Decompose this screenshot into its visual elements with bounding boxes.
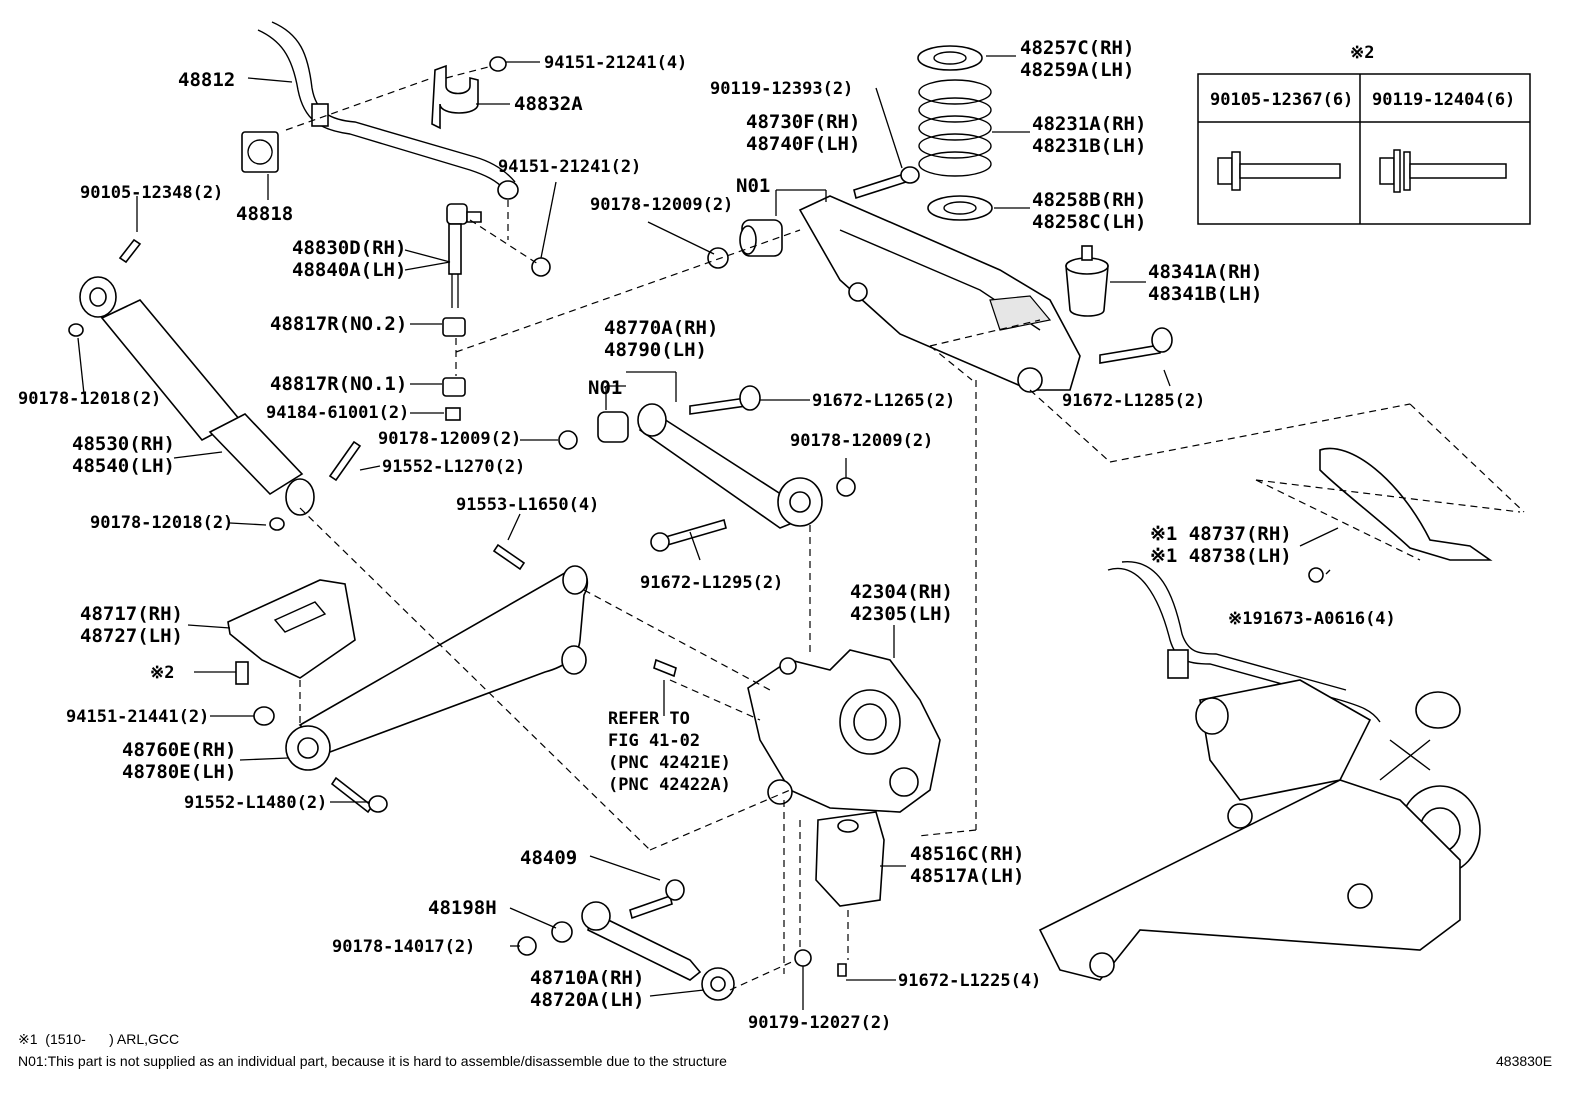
label-48231a: 48231A(RH) bbox=[1032, 113, 1146, 135]
label-48720a: 48720A(LH) bbox=[530, 989, 644, 1011]
label-48717: 48717(RH) bbox=[80, 603, 183, 625]
label-48341b: 48341B(LH) bbox=[1148, 283, 1262, 305]
table-col1: 90105-12367(6) bbox=[1210, 90, 1353, 110]
drawing-code: 483830E bbox=[1496, 1053, 1552, 1069]
bolt-refer bbox=[653, 658, 677, 678]
label-48517a: 48517A(LH) bbox=[910, 865, 1024, 887]
table-col2: 90119-12404(6) bbox=[1372, 90, 1515, 110]
label-91552-l1270: 91552-L1270(2) bbox=[382, 457, 525, 477]
label-48830d: 48830D(RH) bbox=[292, 237, 406, 259]
label-48259a: 48259A(LH) bbox=[1020, 59, 1134, 81]
label-48770a: 48770A(RH) bbox=[604, 317, 718, 339]
mudguard bbox=[1308, 447, 1493, 583]
label-94151-21441: 94151-21441(2) bbox=[66, 707, 209, 727]
label-48540: 48540(LH) bbox=[72, 455, 175, 477]
label-48409: 48409 bbox=[520, 847, 577, 869]
label-94184-61001: 94184-61001(2) bbox=[266, 403, 409, 423]
label-n01-lower: N01 bbox=[588, 377, 622, 399]
label-48730f: 48730F(RH) bbox=[746, 111, 860, 133]
label-48257c: 48257C(RH) bbox=[1020, 37, 1134, 59]
bump-stopper bbox=[1065, 245, 1109, 317]
refer-line-2: FIG 41-02 bbox=[608, 731, 700, 751]
label-48258c: 48258C(LH) bbox=[1032, 211, 1146, 233]
label-90178-12009-right: 90178-12009(2) bbox=[790, 431, 933, 451]
trailing-link bbox=[597, 385, 856, 552]
refer-line-4: (PNC 42422A) bbox=[608, 775, 731, 795]
label-42304: 42304(RH) bbox=[850, 581, 953, 603]
label-90119-12393: 90119-12393(2) bbox=[710, 79, 853, 99]
label-90105-12348: 90105-12348(2) bbox=[80, 183, 223, 203]
refer-line-1: REFER TO bbox=[608, 709, 690, 729]
label-90178-12009-mid: 90178-12009(2) bbox=[378, 429, 521, 449]
footer-note-1: ※1 (1510- ) ARL,GCC bbox=[18, 1031, 179, 1047]
label-91552-l1480: 91552-L1480(2) bbox=[184, 793, 327, 813]
label-91672-l1225: 91672-L1225(4) bbox=[898, 971, 1041, 991]
upper-control-arm bbox=[798, 195, 1173, 393]
stabilizer-link bbox=[442, 203, 551, 421]
stabilizer-bar bbox=[257, 21, 519, 200]
nut-90179-12027 bbox=[794, 949, 812, 967]
bolt-icon-col2 bbox=[1379, 149, 1507, 193]
label-90178-12018-bot: 90178-12018(2) bbox=[90, 513, 233, 533]
label-90179-12027: 90179-12027(2) bbox=[748, 1013, 891, 1033]
label-48760e: 48760E(RH) bbox=[122, 739, 236, 761]
label-91553-l1650: 91553-L1650(4) bbox=[456, 495, 599, 515]
label-90178-12018-top: 90178-12018(2) bbox=[18, 389, 161, 409]
part-labels: 48812 94151-21241(4) 48832A 94151-21241(… bbox=[18, 37, 1396, 1033]
label-94151-21241-4: 94151-21241(4) bbox=[544, 53, 687, 73]
label-48818: 48818 bbox=[236, 203, 293, 225]
label-48740f: 48740F(LH) bbox=[746, 133, 860, 155]
leader-lines bbox=[77, 55, 1525, 1010]
bolt-91552-l1270 bbox=[328, 440, 362, 482]
label-48198h: 48198H bbox=[428, 897, 497, 919]
bolt-91672-l1225 bbox=[837, 963, 847, 977]
label-48727: 48727(LH) bbox=[80, 625, 183, 647]
label-91673-a0616: ※191673-A0616(4) bbox=[1228, 609, 1396, 629]
spring-seat-bracket bbox=[227, 579, 356, 726]
label-48832a: 48832A bbox=[514, 93, 583, 115]
coil-spring bbox=[917, 45, 993, 221]
label-91672-l1265: 91672-L1265(2) bbox=[812, 391, 955, 411]
steering-knuckle bbox=[747, 649, 941, 813]
assembly-view bbox=[1038, 561, 1481, 981]
label-48737: ※1 48737(RH) bbox=[1150, 523, 1292, 545]
stabilizer-bracket bbox=[431, 56, 507, 130]
label-48817r-1: 48817R(NO.1) bbox=[270, 373, 407, 395]
label-48530: 48530(RH) bbox=[72, 433, 175, 455]
label-90178-14017: 90178-14017(2) bbox=[332, 937, 475, 957]
label-48780e: 48780E(LH) bbox=[122, 761, 236, 783]
footer: ※1 (1510- ) ARL,GCC N01:This part is not… bbox=[18, 1031, 1552, 1069]
bolt-table: ※2 90105-12367(6) 90119-12404(6) bbox=[1197, 43, 1531, 225]
label-48817r-2: 48817R(NO.2) bbox=[270, 313, 407, 335]
bushing-n01-upper bbox=[707, 219, 783, 269]
label-42305: 42305(LH) bbox=[850, 603, 953, 625]
label-48840a: 48840A(LH) bbox=[292, 259, 406, 281]
stabilizer-bushing bbox=[241, 131, 279, 173]
label-94151-21241-2: 94151-21241(2) bbox=[498, 157, 641, 177]
label-48738: ※1 48738(LH) bbox=[1150, 545, 1292, 567]
shock-absorber bbox=[68, 238, 315, 531]
bracket-48516c bbox=[815, 811, 885, 907]
bolt-90119-12393 bbox=[853, 172, 907, 200]
nut-90178-12009-mid bbox=[558, 430, 578, 450]
lower-arm bbox=[285, 543, 589, 814]
refer-line-3: (PNC 42421E) bbox=[608, 753, 731, 773]
label-48231b: 48231B(LH) bbox=[1032, 135, 1146, 157]
label-90178-12009-top: 90178-12009(2) bbox=[590, 195, 733, 215]
label-48812: 48812 bbox=[178, 69, 235, 91]
label-91672-l1285: 91672-L1285(2) bbox=[1062, 391, 1205, 411]
table-marker: ※2 bbox=[1350, 43, 1374, 63]
label-48790: 48790(LH) bbox=[604, 339, 707, 361]
lateral-link bbox=[517, 879, 735, 1001]
bolt-icon-col1 bbox=[1217, 151, 1341, 191]
label-48710a: 48710A(RH) bbox=[530, 967, 644, 989]
label-48258b: 48258B(RH) bbox=[1032, 189, 1146, 211]
label-48341a: 48341A(RH) bbox=[1148, 261, 1262, 283]
label-star2-bolt: ※2 bbox=[150, 663, 174, 683]
label-91672-l1295: 91672-L1295(2) bbox=[640, 573, 783, 593]
label-n01-upper: N01 bbox=[736, 175, 770, 197]
footer-note-2: N01:This part is not supplied as an indi… bbox=[18, 1053, 727, 1069]
label-48516c: 48516C(RH) bbox=[910, 843, 1024, 865]
